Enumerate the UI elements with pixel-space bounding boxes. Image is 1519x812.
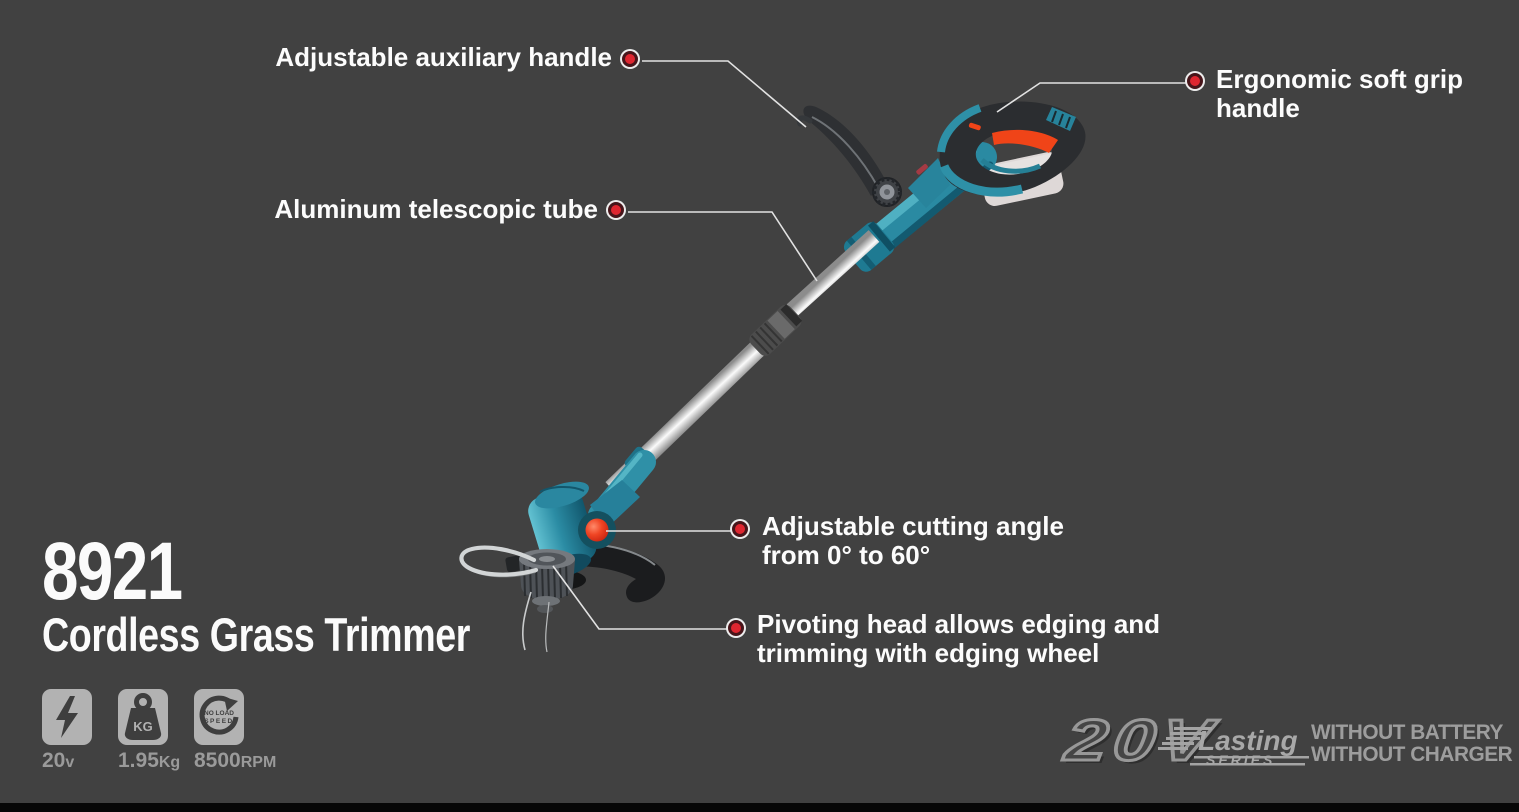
spec-speed: NO LOAD SPEED 8500RPM (194, 689, 276, 773)
speed-icon: NO LOAD SPEED (194, 689, 244, 745)
weight-icon-text: KG (133, 719, 153, 734)
callout-dot-cutting-angle (732, 521, 748, 537)
trigger-accent (992, 129, 1058, 153)
callout-dot-aux-handle (622, 51, 638, 67)
spec-list: 20v KG 1.95Kg NO LOAD SPEED 85 (42, 689, 276, 773)
spec-weight-label: 1.95Kg (118, 749, 180, 773)
series-logo-line1: Lasting (1198, 725, 1298, 756)
callout-dot-telescopic-tube (608, 202, 624, 218)
speed-icon-text-2: SPEED (204, 718, 234, 725)
callout-line-aux-handle (642, 60, 807, 128)
spec-speed-suffix: RPM (240, 754, 277, 771)
callout-label-telescopic-tube: Aluminum telescopic tube (274, 194, 598, 224)
callout-lines (552, 60, 1187, 630)
aux-handle-knob (872, 177, 902, 207)
speed-icon-text-1: NO LOAD (204, 710, 234, 717)
callout-label-aux-handle: Adjustable auxiliary handle (275, 42, 612, 72)
callout-label-pivoting-head: Pivoting head allows edging and trimming… (757, 609, 1161, 668)
trimmer-line (522, 591, 532, 651)
series-logo-line2: SERIES (1206, 752, 1275, 768)
disclaimer: WITHOUT BATTERY WITHOUT CHARGER (1311, 720, 1513, 766)
spec-voltage-value: 20 (42, 749, 66, 772)
spool (505, 549, 575, 653)
telescopic-tube (605, 230, 880, 496)
product-name: Cordless Grass Trimmer (42, 608, 470, 661)
weight-icon: KG (118, 689, 168, 745)
edging-wire (459, 545, 539, 578)
spec-voltage-suffix: v (65, 754, 75, 771)
lasting-series-logo: Lasting SERIES (1158, 725, 1309, 768)
product-model: 8921 (42, 526, 183, 617)
trimmer-handle (937, 101, 1086, 197)
voltage-icon (42, 689, 92, 745)
motor-housing (528, 488, 597, 570)
spec-weight: KG 1.95Kg (118, 689, 180, 773)
spec-speed-label: 8500RPM (194, 749, 276, 773)
disclaimer-line1: WITHOUT BATTERY (1311, 720, 1503, 744)
aux-handle (796, 105, 902, 207)
callout-line-pivoting-head (552, 565, 727, 630)
pivot-joint (578, 511, 616, 549)
telescopic-lock-collar (749, 304, 803, 356)
disclaimer-line2: WITHOUT CHARGER (1311, 742, 1513, 766)
spec-voltage-label: 20v (42, 749, 92, 773)
callout-label-soft-grip: Ergonomic soft grip handle (1216, 64, 1463, 123)
spec-voltage: 20v (42, 689, 92, 773)
bottom-bar (0, 803, 1519, 812)
spec-speed-value: 8500 (194, 749, 241, 772)
callout-dot-pivoting-head (728, 620, 744, 636)
callout-line-telescopic-tube (628, 211, 818, 282)
spec-weight-value: 1.95 (118, 749, 159, 772)
spec-weight-suffix: Kg (158, 754, 181, 771)
trimmer-head (459, 446, 666, 653)
callout-line-soft-grip (996, 82, 1187, 113)
callout-label-cutting-angle: Adjustable cutting angle from 0° to 60° (762, 511, 1064, 570)
callout-dot-soft-grip (1187, 73, 1203, 89)
